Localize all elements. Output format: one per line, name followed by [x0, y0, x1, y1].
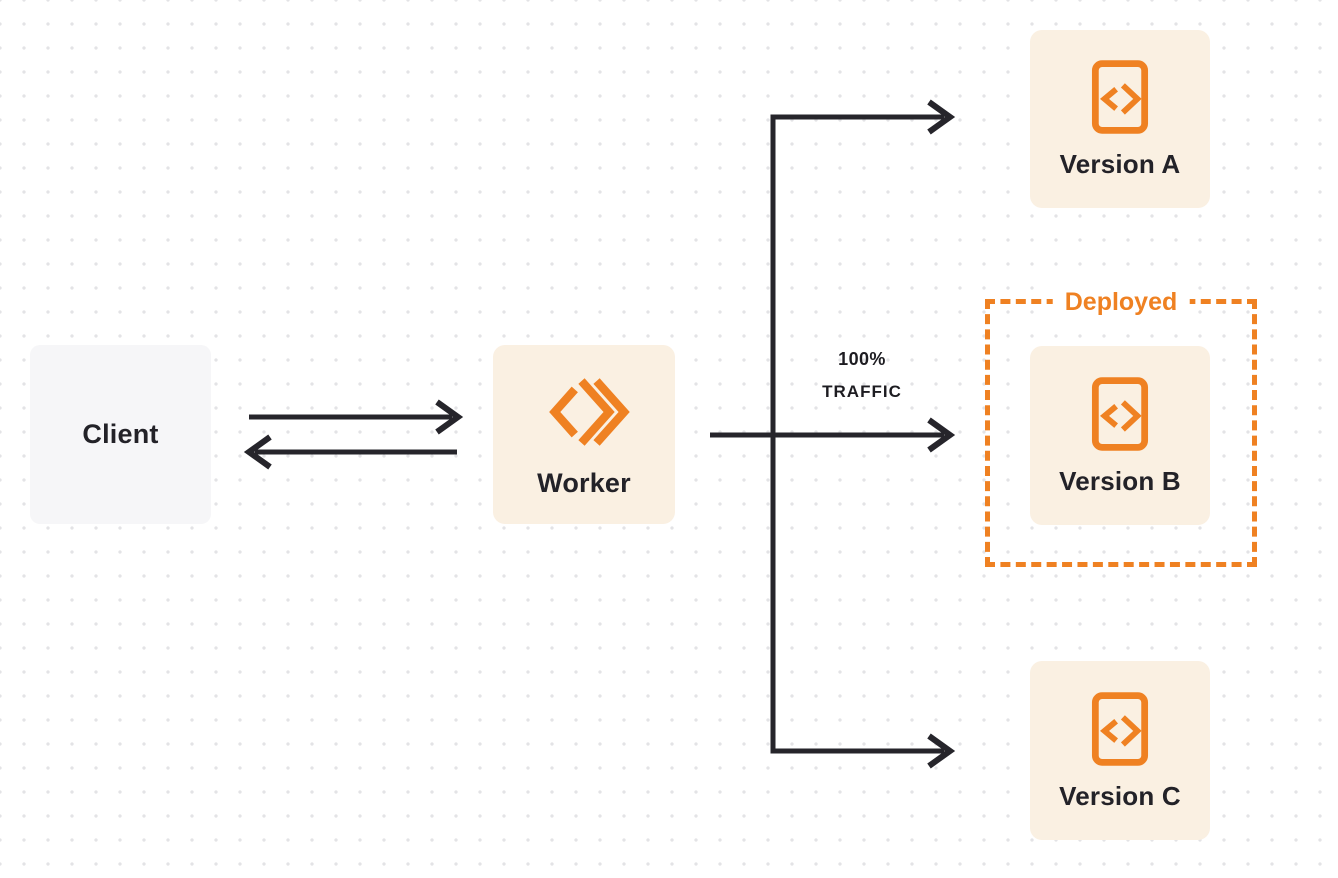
- traffic-caption: TRAFFIC: [822, 382, 902, 401]
- deployed-label: Deployed: [1052, 286, 1190, 318]
- version-a-card: Version A: [1030, 30, 1210, 208]
- code-file-icon: [1091, 376, 1149, 451]
- arrowhead-right-icon: [927, 417, 956, 453]
- version-c-card: Version C: [1030, 661, 1210, 840]
- client-node: Client: [30, 345, 211, 524]
- arrowhead-right-icon: [927, 99, 956, 135]
- deployed-group: Deployed: [985, 286, 1257, 567]
- version-a-label: Version A: [1059, 149, 1181, 180]
- version-c-label: Version C: [1059, 780, 1181, 811]
- code-file-icon: [1091, 691, 1149, 766]
- worker-label: Worker: [537, 468, 631, 499]
- worker-icon: [549, 378, 630, 446]
- arrowhead-right-icon: [435, 399, 464, 435]
- version-b-card: Version B: [1030, 346, 1210, 525]
- code-file-icon: [1091, 60, 1149, 134]
- worker-node: Worker: [493, 345, 675, 524]
- traffic-percent: 100%: [838, 349, 886, 369]
- traffic-label: 100% TRAFFIC: [773, 349, 951, 402]
- version-b-label: Version B: [1059, 465, 1181, 496]
- arrowhead-right-icon: [927, 733, 956, 769]
- branch-line: [770, 114, 944, 754]
- client-label: Client: [82, 418, 159, 449]
- arrowhead-left-icon: [243, 434, 272, 470]
